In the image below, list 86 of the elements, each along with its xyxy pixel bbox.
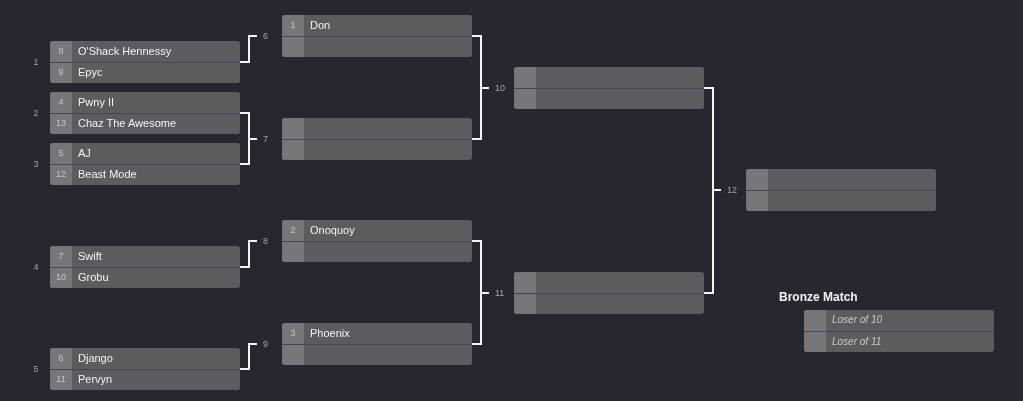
seed-number: 6 (50, 348, 72, 369)
empty-slot (282, 344, 472, 365)
match-box (50, 348, 240, 390)
empty-slot (746, 169, 936, 190)
match-box (50, 41, 240, 83)
seed-number: 2 (282, 220, 304, 241)
match-number: 4 (32, 261, 40, 274)
player-slot (50, 113, 240, 134)
seed-number: 4 (50, 92, 72, 113)
bracket-line (239, 343, 258, 370)
section-heading: Bronze Match (779, 290, 858, 304)
player-name: Chaz The Awesome (78, 117, 177, 131)
player-name: O'Shack Hennessy (78, 44, 172, 58)
match-box (282, 220, 472, 262)
match-box (746, 169, 936, 211)
empty-slot (282, 36, 472, 57)
empty-slot (514, 88, 704, 109)
player-slot (282, 323, 472, 344)
player-slot (50, 92, 240, 113)
seed-number: 7 (50, 246, 72, 267)
match-number: 12 (721, 183, 737, 197)
match-box (50, 92, 240, 134)
match-number: 2 (32, 107, 40, 120)
player-slot (282, 220, 472, 241)
seed-number: 5 (50, 143, 72, 164)
match-number: 1 (32, 56, 40, 69)
match-box (50, 246, 240, 288)
bracket-line (703, 189, 722, 294)
player-name: Phoenix (310, 326, 350, 340)
match-box (282, 323, 472, 365)
player-slot (50, 41, 240, 62)
empty-slot (514, 293, 704, 314)
match-number: 9 (257, 337, 268, 351)
bracket-line (239, 138, 258, 165)
placeholder-text: Loser of 10 (832, 314, 883, 327)
match-box (282, 15, 472, 57)
player-slot (50, 246, 240, 267)
match-box (50, 143, 240, 185)
match-number: 10 (489, 81, 505, 95)
player-name: Onoquoy (310, 223, 355, 237)
bracket-line (239, 35, 258, 63)
empty-slot (746, 190, 936, 211)
match-number: 8 (257, 234, 268, 248)
player-slot (50, 143, 240, 164)
player-name: Beast Mode (78, 168, 137, 182)
match-box (514, 67, 704, 109)
player-name: Pwny II (78, 95, 115, 109)
player-name: Pervyn (78, 373, 113, 387)
player-slot (50, 164, 240, 185)
match-box (282, 118, 472, 160)
player-name: Don (310, 18, 331, 32)
match-box (514, 272, 704, 314)
empty-slot (282, 241, 472, 262)
placeholder-text: Loser of 11 (832, 335, 882, 348)
seed-number: 11 (50, 369, 72, 390)
player-name: AJ (78, 146, 91, 160)
bracket-line (471, 292, 490, 345)
seed-number: 10 (50, 267, 72, 288)
empty-slot (282, 118, 472, 139)
match-number: 5 (32, 363, 40, 376)
seed-number: 1 (282, 15, 304, 36)
player-slot (50, 62, 240, 83)
match-number: 11 (489, 286, 505, 300)
seed-number: 9 (50, 62, 72, 83)
bracket-line (471, 87, 490, 140)
match-number: 3 (32, 158, 40, 171)
player-slot (50, 369, 240, 390)
seed-number: 3 (282, 323, 304, 344)
bracket-line (239, 240, 258, 268)
seed-number: 13 (50, 113, 72, 134)
empty-slot (514, 272, 704, 293)
match-number: 6 (257, 29, 268, 43)
player-name: Epyc (78, 66, 103, 80)
match-number: 7 (257, 132, 268, 146)
player-name: Grobu (78, 271, 109, 285)
player-slot (50, 267, 240, 288)
player-slot (282, 15, 472, 36)
player-slot (804, 310, 994, 331)
player-name: Swift (78, 249, 102, 263)
seed-number: 8 (50, 41, 72, 62)
empty-slot (514, 67, 704, 88)
player-slot (804, 331, 994, 352)
player-slot (50, 348, 240, 369)
seed-number: 12 (50, 164, 72, 185)
empty-slot (282, 139, 472, 160)
player-name: Django (78, 351, 113, 365)
